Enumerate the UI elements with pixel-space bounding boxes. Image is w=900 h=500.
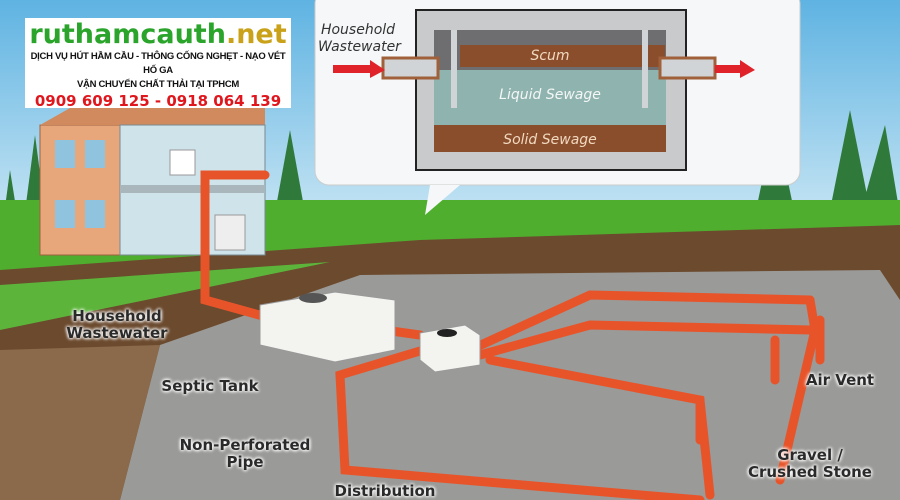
distribution-box (419, 324, 481, 373)
layer-liquid-sewage: Liquid Sewage (499, 87, 601, 103)
label-household-wastewater: Household Wastewater (66, 307, 168, 342)
pipes (200, 170, 825, 500)
scum-layer (460, 45, 665, 67)
house (39, 108, 266, 256)
septic-tank-3d (259, 291, 396, 363)
callout-inlet-label: Household Wastewater (318, 22, 401, 55)
logo-banner: ruthamcauth.net DỊCH VỤ HÚT HẦM CẦU - TH… (25, 18, 291, 110)
inlet-arrow (333, 60, 385, 78)
tank-detail-callout (314, 0, 801, 215)
layer-solid-sewage: Solid Sewage (503, 132, 597, 148)
services-line: DỊCH VỤ HÚT HẦM CẦU - THÔNG CỐNG NGHẸT -… (30, 51, 286, 76)
label-septic-tank: Septic Tank (161, 377, 259, 395)
site-name: ruthamcauth.net (29, 19, 287, 50)
label-air-vent: Air Vent (805, 371, 875, 389)
liquid-layer (434, 70, 666, 125)
solid-layer (434, 125, 666, 152)
outlet-arrow (715, 60, 755, 78)
phone-numbers: 0909 609 125 - 0918 064 139 (34, 92, 282, 110)
label-distribution: Distribution (334, 482, 436, 500)
label-non-perforated-pipe: Non-Perforated Pipe (179, 436, 311, 471)
transport-line: VẬN CHUYỂN CHẤT THẢI TẠI TPHCM (77, 79, 239, 90)
layer-scum: Scum (530, 48, 570, 64)
grass-strip (0, 262, 330, 330)
label-gravel: Gravel / Crushed Stone (748, 446, 872, 481)
